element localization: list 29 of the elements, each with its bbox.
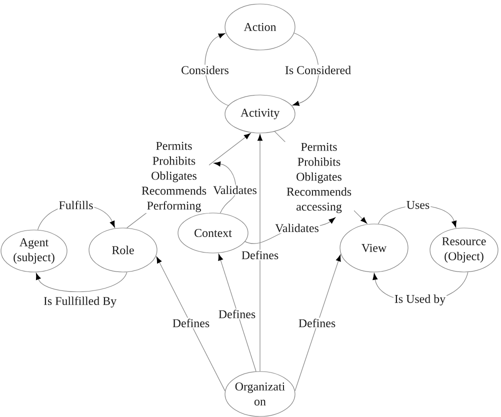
edge-label: Validates	[274, 222, 320, 234]
edge-label: Defines	[217, 308, 257, 320]
edge-label: Permits Prohibits Obligates Recommends accessing	[284, 142, 354, 214]
curved-arrow	[214, 161, 236, 214]
edge-label: Permits Prohibits Obligates Recommends Performing	[139, 140, 209, 214]
edge-label: Is Fullfilled By	[42, 296, 118, 308]
edge-label: Is Considered	[284, 64, 352, 76]
edge-label: Fulfills	[58, 200, 94, 210]
arrow	[257, 134, 263, 372]
arrow	[294, 254, 341, 392]
edge-label: Defines	[171, 318, 211, 328]
edge-label: Defines	[297, 318, 337, 328]
ellipse-node: Action	[224, 4, 296, 50]
edge-label: Considers	[180, 64, 230, 76]
curved-arrow	[204, 33, 229, 106]
ellipse-node: Role	[88, 228, 158, 272]
ellipse-node: Agent (subject)	[0, 230, 68, 272]
curved-arrow	[36, 272, 128, 292]
ellipse-node: Organizati on	[224, 371, 296, 417]
curved-arrow	[292, 32, 319, 106]
ellipse-node: Activity	[224, 94, 296, 134]
edge-label: Defines	[240, 250, 280, 260]
arrow	[218, 254, 256, 372]
arrow	[156, 256, 226, 392]
edge-label: Uses	[405, 200, 431, 210]
edge-label: Is Used by	[393, 294, 447, 306]
edge-label: Validates	[212, 184, 258, 196]
ellipse-node: View	[340, 224, 408, 272]
ellipse-node: Resource (Object)	[430, 228, 498, 272]
